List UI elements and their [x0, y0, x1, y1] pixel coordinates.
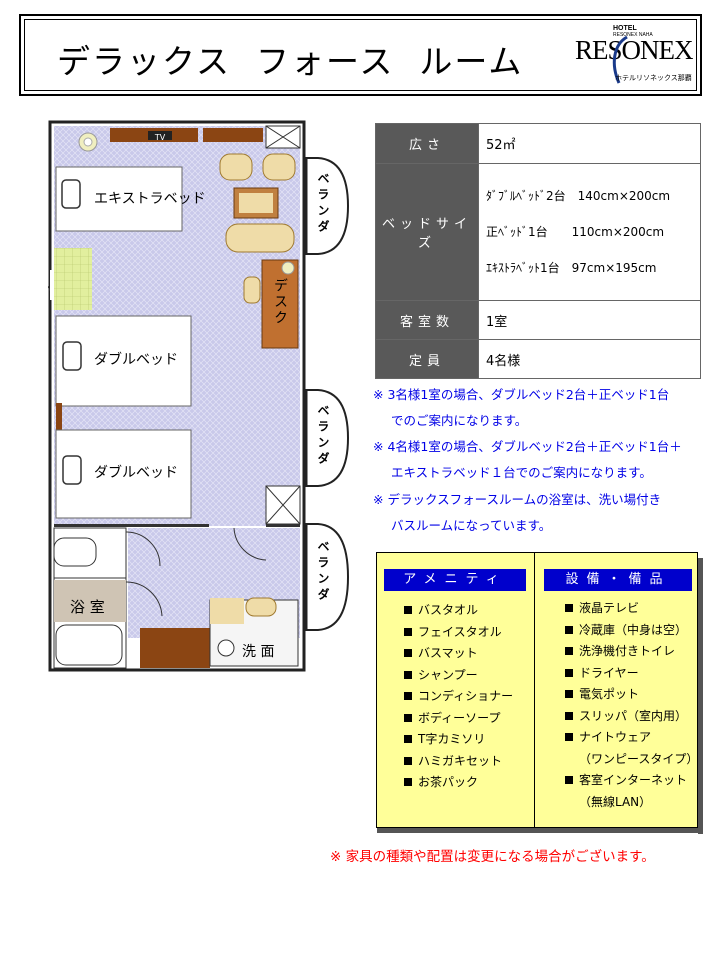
spec-row-capacity: 定員 4名様: [375, 339, 701, 379]
list-item: ボディーソープ: [404, 708, 513, 730]
amenity-shadow: [698, 558, 703, 834]
area-value: 52㎡: [478, 123, 701, 164]
list-item: ドライヤー: [565, 663, 698, 685]
bed-size-label: ベッドサイズ: [375, 163, 479, 301]
washroom-label: 洗 面: [242, 644, 275, 660]
list-item: T字カミソリ: [404, 729, 513, 751]
rooms-value: 1室: [478, 300, 701, 340]
list-item: コンディショナー: [404, 686, 513, 708]
veranda-1-shape: [304, 157, 350, 255]
list-item: ハミガキセット: [404, 751, 513, 773]
page-title: デラックス フォース ルーム: [57, 42, 524, 81]
list-item: （ワンピースタイプ）: [579, 751, 699, 766]
capacity-value: 4名様: [478, 339, 701, 379]
bullet-icon: [565, 776, 573, 784]
list-item: 液晶テレビ: [565, 598, 698, 620]
bullet-icon: [404, 627, 412, 636]
bullet-icon: [565, 668, 573, 677]
note-line: ※ 3名様1室の場合、ダブルベッド2台＋正ベッド1台: [373, 387, 670, 402]
floor-plan-drawing: TV: [48, 120, 306, 672]
note-line: でのご案内になります。: [391, 413, 528, 428]
bullet-icon: [565, 690, 573, 698]
list-item: スリッパ（室内用）: [565, 706, 698, 728]
bullet-icon: [565, 647, 573, 655]
area-label: 広さ: [375, 123, 479, 164]
bullet-icon: [404, 713, 412, 722]
amenity-box: アメニティ バスタオル フェイスタオル バスマット シャンプー コンディショナー…: [376, 552, 703, 833]
capacity-label: 定員: [375, 339, 479, 379]
amenity-heading: アメニティ: [384, 569, 526, 591]
room-spec-table: 広さ 52㎡ ベッドサイズ ﾀﾞﾌﾞﾙﾍﾞｯﾄﾞ2台 140cm×200cm 正…: [375, 123, 701, 379]
note-line: バスルームになっています。: [391, 518, 552, 533]
extra-bed-label: エキストラベッド: [94, 191, 206, 207]
svg-text:TV: TV: [154, 133, 166, 142]
logo-name: RESONEX: [575, 35, 694, 65]
bed-line: ﾀﾞﾌﾞﾙﾍﾞｯﾄﾞ2台 140cm×200cm: [486, 189, 671, 203]
rooms-label: 客室数: [375, 300, 479, 340]
bullet-icon: [404, 778, 412, 786]
bullet-icon: [565, 604, 573, 612]
bullet-icon: [404, 735, 412, 743]
spec-row-bed: ベッドサイズ ﾀﾞﾌﾞﾙﾍﾞｯﾄﾞ2台 140cm×200cm 正ﾍﾞｯﾄﾞ1台…: [375, 163, 701, 301]
bed-line: 正ﾍﾞｯﾄﾞ1台 110cm×200cm: [486, 225, 665, 239]
note-line: エキストラベッド１台でのご案内になります。: [391, 465, 652, 480]
spec-row-rooms: 客室数 1室: [375, 300, 701, 340]
bullet-icon: [565, 625, 573, 634]
equipment-list: 液晶テレビ 冷蔵庫（中身は空） 洗浄機付きトイレ ドライヤー 電気ポット スリッ…: [565, 598, 698, 813]
title-banner: デラックス フォース ルーム HOTEL RESONEX NAHA RESONE…: [19, 14, 702, 96]
double-bed-1-label: ダブルベッド: [94, 352, 178, 368]
spec-row-area: 広さ 52㎡: [375, 123, 701, 164]
bullet-icon: [404, 649, 412, 657]
note-line: ※ デラックスフォースルームの浴室は、洗い場付き: [373, 492, 662, 507]
bullet-icon: [404, 606, 412, 614]
veranda-2-shape: [304, 389, 350, 487]
list-item: ナイトウェア: [565, 727, 698, 749]
equipment-heading: 設備・備品: [544, 569, 692, 591]
veranda-2-label: ベランダ: [316, 404, 330, 468]
bed-size-values: ﾀﾞﾌﾞﾙﾍﾞｯﾄﾞ2台 140cm×200cm 正ﾍﾞｯﾄﾞ1台 110cm×…: [478, 163, 701, 301]
desk-label: デスク: [272, 278, 288, 326]
list-item: バスマット: [404, 643, 513, 665]
list-item: 洗浄機付きトイレ: [565, 641, 698, 663]
bath-label: 浴 室: [70, 598, 105, 616]
list-item: （無線LAN）: [579, 794, 652, 809]
list-item: お茶パック: [404, 772, 513, 794]
veranda-3-label: ベランダ: [316, 540, 330, 604]
floor-plan: TV: [48, 120, 306, 672]
footnote: ※ 家具の種類や配置は変更になる場合がございます。: [330, 849, 655, 865]
note-line: ※ 4名様1室の場合、ダブルベッド2台＋正ベッド1台＋: [373, 439, 682, 454]
bed-line: ｴｷｽﾄﾗﾍﾞｯﾄ1台 97cm×195cm: [486, 261, 657, 275]
logo-sub-text: RESONEX NAHA: [613, 32, 653, 38]
list-item: 電気ポット: [565, 684, 698, 706]
logo-tagline: ホテルリソネックス那覇: [615, 74, 692, 82]
double-bed-2-label: ダブルベッド: [94, 465, 178, 481]
bullet-icon: [404, 692, 412, 700]
list-item: フェイスタオル: [404, 622, 513, 644]
list-item: シャンプー: [404, 665, 513, 687]
bullet-icon: [565, 733, 573, 741]
hotel-logo: HOTEL RESONEX NAHA RESONEX ホテルリソネックス那覇: [569, 25, 699, 89]
veranda-1-label: ベランダ: [316, 172, 330, 236]
bullet-icon: [565, 711, 573, 720]
amenity-list: バスタオル フェイスタオル バスマット シャンプー コンディショナー ボディーソ…: [404, 600, 513, 794]
list-item: バスタオル: [404, 600, 513, 622]
veranda-3-shape: [304, 523, 350, 631]
bullet-icon: [404, 756, 412, 765]
list-item: 冷蔵庫（中身は空）: [565, 620, 698, 642]
logo-hotel-text: HOTEL: [613, 25, 637, 32]
logo-swoosh-icon: [612, 35, 628, 84]
bullet-icon: [404, 670, 412, 679]
list-item: 客室インターネット: [565, 770, 698, 792]
